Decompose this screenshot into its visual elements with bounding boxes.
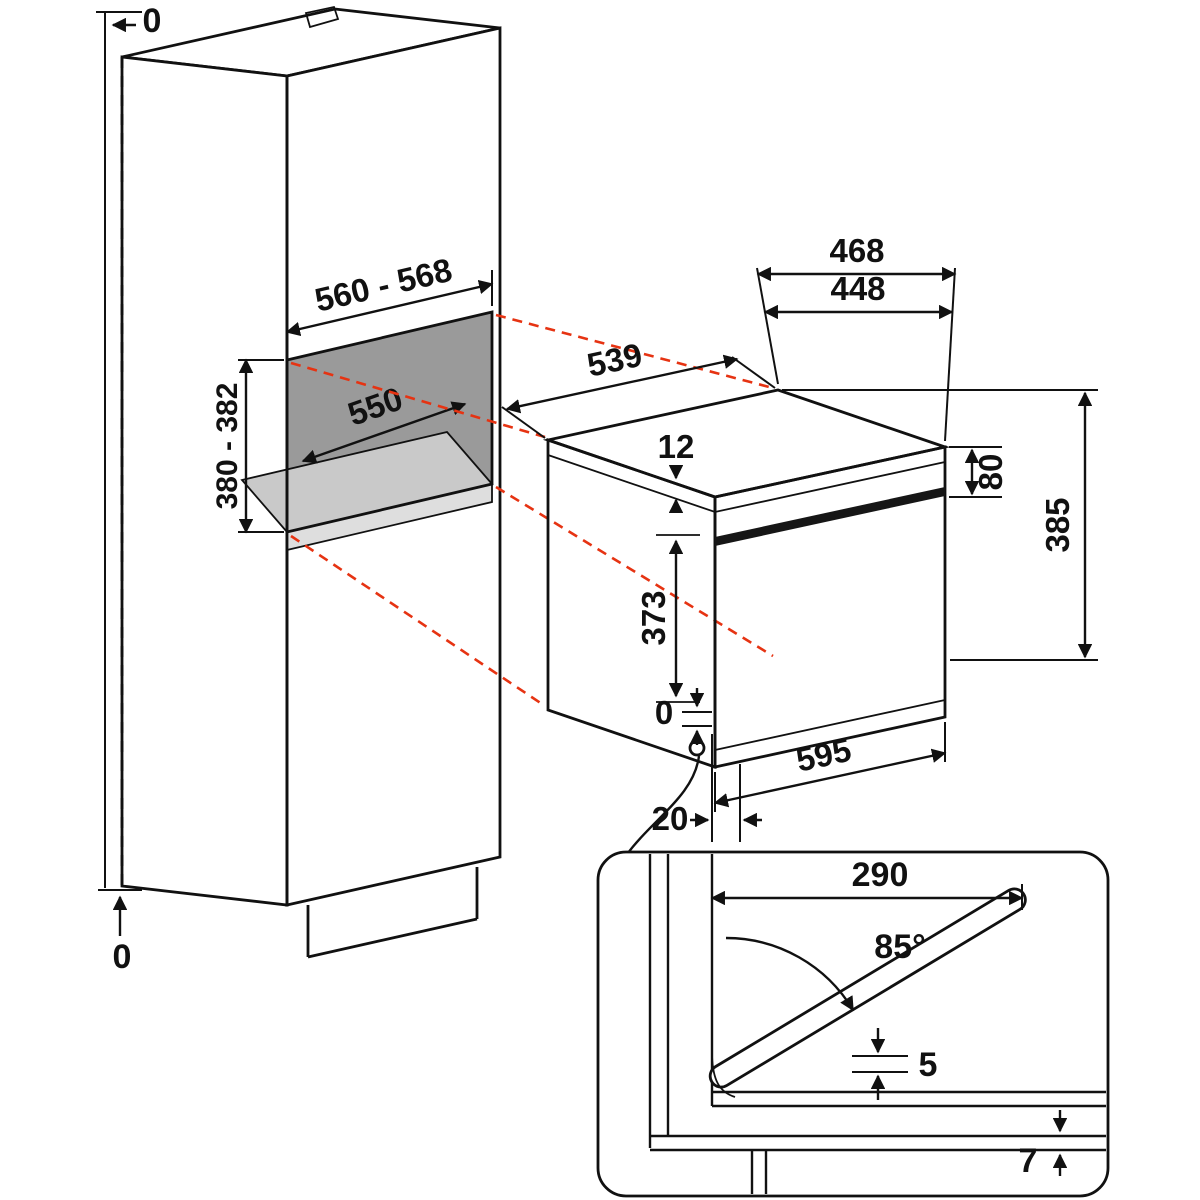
cabinet-column (120, 5, 502, 959)
depth-overall-label: 468 (829, 232, 884, 269)
door-protrusion-label: 20 (652, 800, 689, 837)
appliance-top-lip-line (547, 454, 946, 513)
bottom-clearance-label: 0 (113, 938, 132, 976)
dim-door-angle: 85° (874, 928, 925, 966)
control-panel-height-label: 80 (972, 454, 1009, 491)
dim-depths: 468 448 (756, 232, 957, 442)
edge-gap-label: 7 (1019, 1142, 1038, 1180)
detail-callout: 85° 290 5 7 (596, 755, 1110, 1198)
appliance-top-face (542, 388, 951, 499)
dim-total-height: 385 (782, 389, 1098, 661)
niche-height-label: 380 - 382 (211, 383, 244, 510)
door-angle-label: 85° (874, 928, 925, 966)
appliance (542, 388, 951, 769)
door-gap-label: 5 (919, 1046, 938, 1084)
detail-cross-section (648, 854, 1106, 1194)
dim-door-gap: 5 (852, 1028, 937, 1100)
dim-front-width: 595 (713, 722, 947, 812)
depth-body-label: 448 (830, 270, 885, 307)
appliance-front-face (713, 445, 947, 769)
appliance-bottom-clearance-label: 0 (655, 694, 673, 731)
appliance-side-face (546, 438, 717, 769)
total-height-label: 385 (1039, 497, 1076, 552)
appliance-dimensions: 539 468 448 12 373 80 (501, 232, 1098, 842)
door-hinge-curve (711, 1055, 736, 1098)
top-lip-label: 12 (658, 428, 695, 465)
appliance-door-bottom-line (714, 699, 946, 751)
projection-line-bottom-right (495, 485, 774, 658)
door-height-label: 373 (635, 590, 672, 645)
dim-niche-height: 380 - 382 (211, 358, 284, 534)
dim-bottom-clearance: 0 (655, 688, 712, 745)
dim-door-height: 373 (635, 534, 700, 703)
detail-panel (596, 850, 1110, 1198)
front-width-label: 595 (793, 731, 855, 779)
cabinet-top-notch (304, 5, 340, 29)
body-width-label: 539 (584, 336, 646, 384)
dim-body-width: 539 (501, 336, 776, 439)
dim-door-length: 290 (710, 856, 1024, 910)
dim-edge-gap: 7 (1019, 1110, 1068, 1180)
top-clearance-label: 0 (143, 2, 162, 40)
door-angle-arc (725, 936, 855, 1012)
door-length-label: 290 (852, 856, 909, 894)
cabinet-plinth (306, 867, 479, 959)
dim-top-lip: 12 (658, 428, 695, 513)
detail-dimensions: 85° 290 5 7 (710, 856, 1068, 1180)
door-panel (708, 887, 1027, 1089)
appliance-handle-band (715, 487, 945, 546)
open-door (708, 887, 1027, 1089)
dim-control-panel-height: 80 (949, 446, 1009, 498)
wall-and-clearances: 0 0 (96, 2, 161, 976)
